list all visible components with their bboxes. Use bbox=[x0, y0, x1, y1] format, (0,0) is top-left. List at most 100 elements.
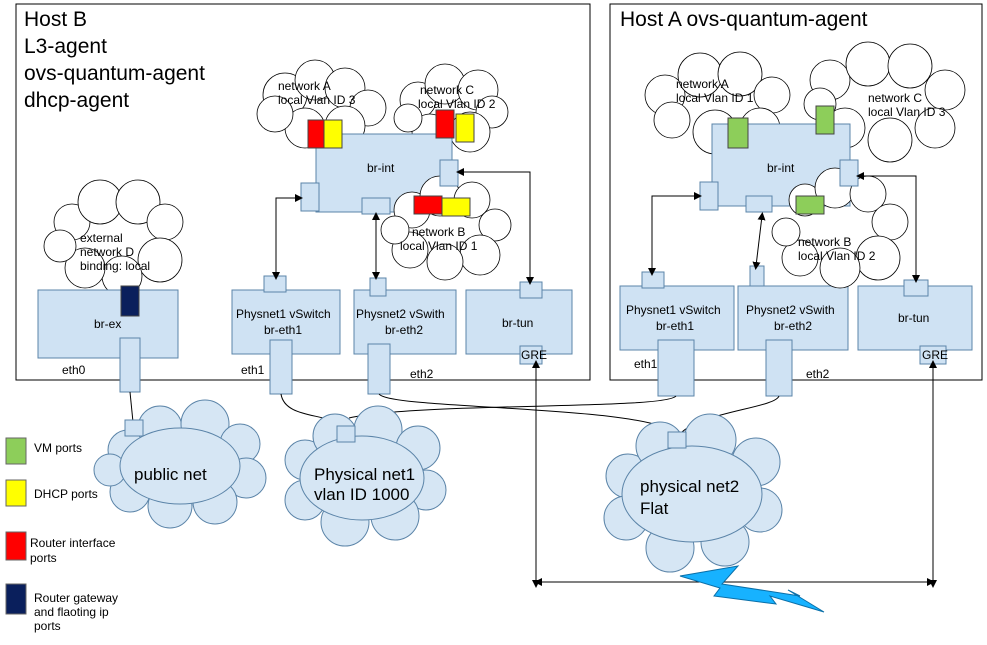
host-a-br-int-port bbox=[699, 181, 719, 211]
host-a-br-int-label: br-int bbox=[767, 161, 795, 175]
physical-net1-label-2: vlan ID 1000 bbox=[314, 485, 409, 504]
physnet2-top-port bbox=[369, 277, 387, 297]
physical-net2-label-1: physical net2 bbox=[640, 477, 739, 496]
host-a-title: Host A ovs-quantum-agent bbox=[620, 8, 868, 31]
legend-router-gateway-swatch bbox=[5, 583, 27, 615]
host-a-physnet2-eth2-port bbox=[765, 339, 793, 397]
host-a-network-b-name: network B bbox=[798, 235, 851, 249]
host-a-physnet2-link bbox=[752, 212, 766, 270]
host-a-tun-link bbox=[856, 172, 920, 283]
host-b-network-c-name: network C bbox=[420, 83, 474, 97]
external-line-3: binding: local bbox=[80, 259, 150, 273]
host-b-network-b-name: network B bbox=[412, 225, 465, 239]
br-int-port bbox=[300, 182, 320, 212]
physnet2-eth2-port bbox=[367, 343, 391, 395]
br-ex-label: br-ex bbox=[94, 317, 121, 331]
vm-port bbox=[815, 105, 835, 135]
host-b-network-c-vlan: local Vlan ID 2 bbox=[418, 97, 496, 111]
host-a-physnet1-label-2: br-eth1 bbox=[656, 319, 694, 333]
host-b-eth2-label: eth2 bbox=[410, 367, 434, 381]
vm-port bbox=[727, 117, 749, 149]
host-b-br-int-label: br-int bbox=[367, 161, 395, 175]
host-a-eth2-label: eth2 bbox=[806, 367, 830, 381]
host-a-br-int-port bbox=[745, 195, 773, 213]
host-b-physnet1-link bbox=[272, 194, 303, 280]
host-a-physnet1 bbox=[619, 285, 735, 351]
host-a-br-tun-label: br-tun bbox=[898, 311, 929, 325]
host-a-gre-label: GRE bbox=[922, 348, 948, 362]
legend-router-interface-label-2: ports bbox=[30, 551, 57, 565]
physnet1-eth1-port bbox=[269, 339, 293, 395]
br-tun-top-port bbox=[519, 281, 543, 299]
host-a-network-b-vlan: local Vlan ID 2 bbox=[798, 249, 876, 263]
host-a-br-tun bbox=[857, 285, 973, 351]
br-ex bbox=[37, 289, 179, 359]
dhcp-port bbox=[323, 119, 343, 149]
host-b-eth1-label: eth1 bbox=[241, 363, 265, 377]
host-b-br-tun-label: br-tun bbox=[502, 316, 533, 330]
router-interface-port bbox=[413, 195, 443, 215]
host-a-network-a-name: network A bbox=[676, 77, 729, 91]
host-b-physnet2 bbox=[353, 289, 457, 355]
host-a-network-c-cloud bbox=[803, 41, 966, 163]
host-b-title-line-2: L3-agent bbox=[24, 35, 107, 58]
br-ex-eth0-port bbox=[119, 337, 141, 393]
host-a-physnet1-link bbox=[648, 192, 702, 276]
host-a-physnet2-label-1: Physnet2 vSwith bbox=[746, 303, 835, 317]
physical-net2-label-2: Flat bbox=[640, 499, 669, 518]
eth0-to-public-net bbox=[129, 391, 134, 423]
legend-router-gateway-label-2: and flaoting ip bbox=[34, 605, 109, 619]
host-a-physnet1-label-1: Physnet1 vSwitch bbox=[626, 303, 721, 317]
legend-vm-label: VM ports bbox=[34, 441, 82, 455]
eth0-label: eth0 bbox=[62, 363, 86, 377]
host-b-network-b-vlan: local Vlan ID 1 bbox=[400, 239, 478, 253]
vm-port bbox=[795, 195, 825, 215]
public-net-label: public net bbox=[134, 465, 207, 484]
router-interface-port bbox=[307, 119, 325, 149]
legend-router-interface-label-1: Router interface bbox=[30, 536, 116, 550]
host-b-gre-port bbox=[519, 345, 543, 365]
host-a-physnet1-eth1-port bbox=[657, 339, 695, 397]
physnet1-top-port bbox=[263, 275, 287, 293]
external-network-cloud bbox=[43, 179, 184, 297]
host-b-physnet2-label-2: br-eth2 bbox=[385, 323, 423, 337]
lightning-icon bbox=[679, 565, 825, 613]
host-a-br-tun-top-port bbox=[903, 279, 929, 297]
physical-net1-cloud bbox=[284, 405, 447, 547]
host-b-title-line-4: dhcp-agent bbox=[24, 89, 129, 112]
public-net-cloud bbox=[93, 399, 267, 529]
host-a-eth1-label: eth1 bbox=[634, 357, 658, 371]
legend-router-gateway-label-1: Router gateway bbox=[34, 591, 118, 605]
host-a-physnet2-label-2: br-eth2 bbox=[774, 319, 812, 333]
host-b-network-a-name: network A bbox=[278, 79, 331, 93]
legend-dhcp-swatch bbox=[5, 479, 27, 507]
external-line-2: network D bbox=[80, 245, 134, 259]
br-int-port bbox=[361, 197, 391, 215]
host-b-physnet2-label-1: Physnet2 vSwith bbox=[356, 307, 445, 321]
host-a-network-c-vlan: local Vlan ID 3 bbox=[868, 105, 946, 119]
physical-net1-port bbox=[336, 425, 356, 443]
dhcp-port bbox=[455, 113, 475, 143]
host-a-physnet1-top-port bbox=[641, 271, 665, 289]
legend-router-interface-swatch bbox=[5, 531, 27, 561]
host-a-physnet2-top-port bbox=[749, 265, 765, 287]
host-b-title-line-3: ovs-quantum-agent bbox=[24, 62, 205, 85]
host-b-tun-link bbox=[456, 168, 534, 285]
physical-net2-port bbox=[667, 431, 687, 449]
legend-dhcp-label: DHCP ports bbox=[34, 487, 98, 501]
host-b-physnet1-label-2: br-eth1 bbox=[264, 323, 302, 337]
host-b-br-tun bbox=[465, 289, 573, 355]
host-a-br-int-port bbox=[839, 159, 859, 187]
legend-vm-swatch bbox=[5, 437, 27, 465]
public-net-port bbox=[124, 419, 144, 437]
host-a-network-a-vlan: local Vlan ID 1 bbox=[676, 91, 754, 105]
legend-router-gateway-label-3: ports bbox=[34, 619, 61, 633]
host-a-network-c-name: network C bbox=[868, 91, 922, 105]
external-line-1: external bbox=[80, 231, 123, 245]
br-int-port bbox=[439, 159, 459, 187]
host-b-network-a-vlan: local Vlan ID 3 bbox=[278, 93, 356, 107]
dhcp-port bbox=[441, 197, 471, 217]
host-b-title-line-1: Host B bbox=[24, 8, 87, 31]
host-a-physnet2 bbox=[737, 285, 849, 351]
